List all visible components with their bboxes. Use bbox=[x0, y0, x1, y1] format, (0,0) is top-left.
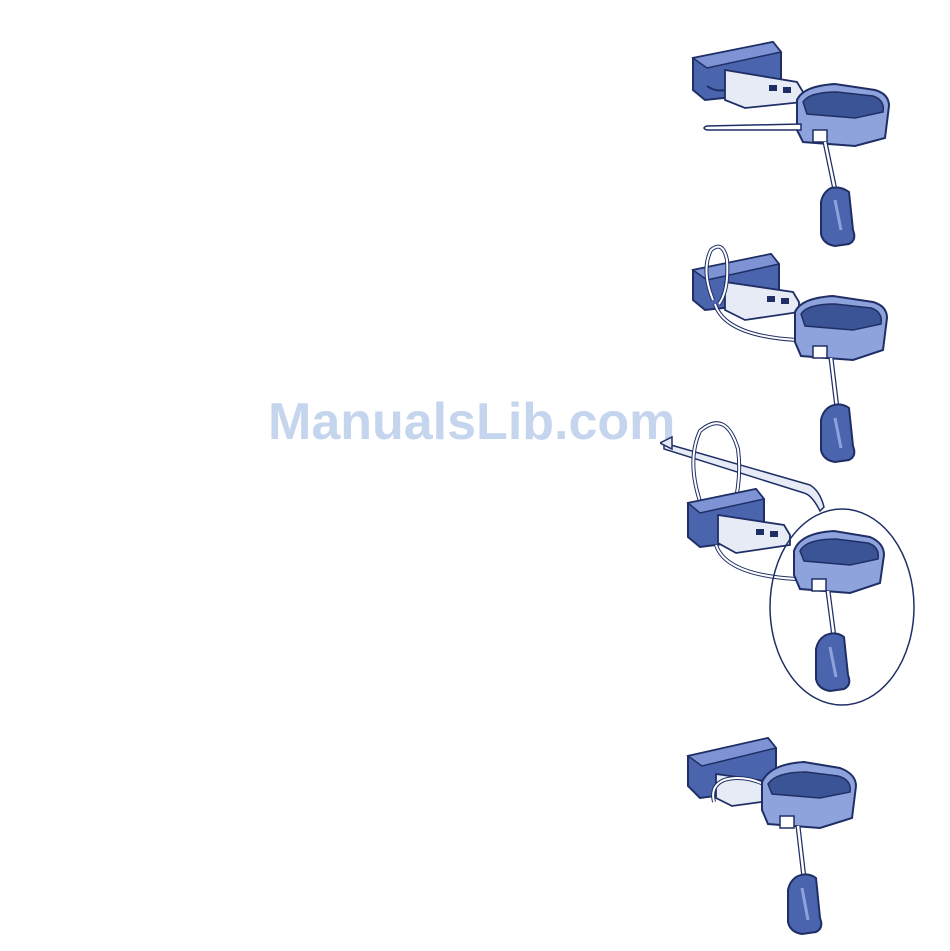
usb-drive-icon bbox=[688, 489, 790, 553]
usb-drive-icon bbox=[693, 42, 803, 108]
lanyard-clip-icon bbox=[816, 633, 849, 691]
step-1-illustration bbox=[685, 30, 900, 255]
usb-cap-icon bbox=[762, 762, 856, 828]
usb-cap-icon bbox=[797, 84, 889, 146]
step-4-illustration bbox=[680, 722, 880, 947]
threading-needle-icon bbox=[704, 124, 801, 130]
watermark: ManualsLib.com bbox=[268, 392, 698, 452]
lanyard-clip-icon bbox=[821, 188, 854, 247]
usb-cap-icon bbox=[794, 531, 884, 593]
lanyard-clip-icon bbox=[788, 874, 821, 934]
step-3-illustration bbox=[660, 415, 920, 710]
usb-cap-icon bbox=[795, 296, 887, 360]
